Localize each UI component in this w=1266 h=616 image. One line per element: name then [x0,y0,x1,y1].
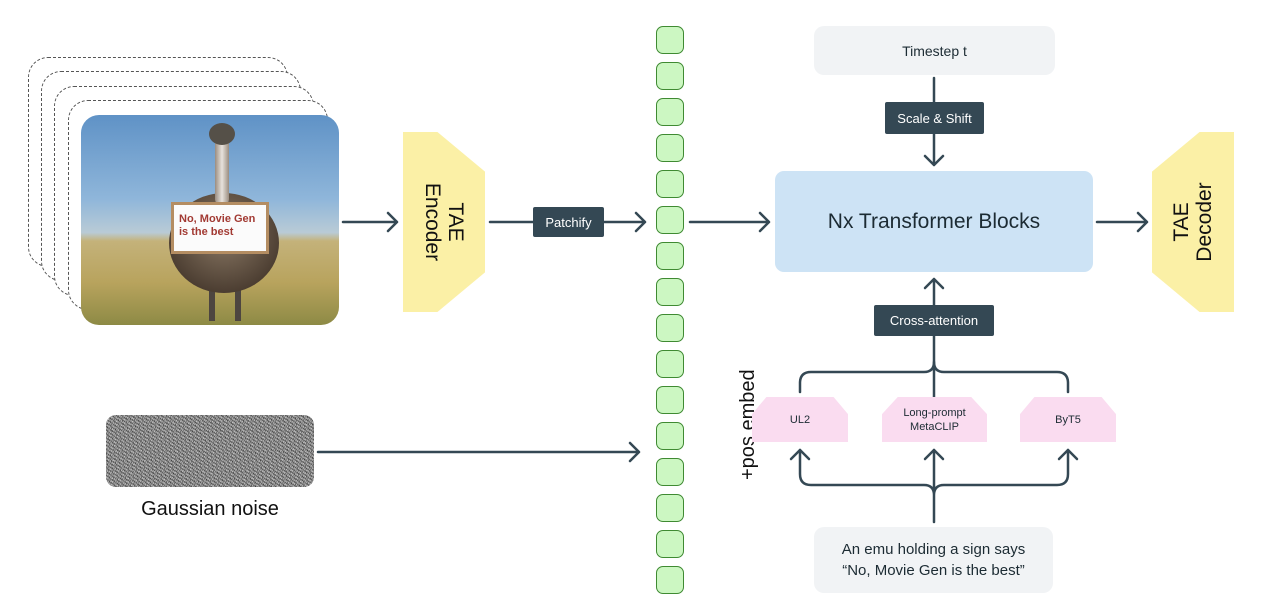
text-encoder-byt5: ByT5 [1020,397,1116,442]
tae-encoder-line2: Encoder [421,182,444,262]
token-patch [656,206,684,234]
token-patch [656,26,684,54]
token-patch [656,566,684,594]
emu-leg-right [235,285,241,321]
token-patch [656,530,684,558]
gaussian-noise-image [106,415,314,487]
token-patch [656,458,684,486]
tae-decoder-block: TAE Decoder [1152,132,1234,312]
tae-decoder-line2: Decoder [1193,182,1216,262]
prompt-line1: An emu holding a sign says [841,541,1026,558]
token-patch [656,422,684,450]
token-patch [656,170,684,198]
tae-encoder-label: TAE Encoder [421,183,467,261]
tae-encoder-block: TAE Encoder [403,132,485,312]
token-patch [656,386,684,414]
transformer-label: Nx Transformer Blocks [827,209,1041,233]
token-patch [656,350,684,378]
emu-sign: No, Movie Gen is the best [171,202,269,254]
token-patch [656,314,684,342]
text-encoder-byt5-label: ByT5 [1055,413,1081,426]
split-lines-prompt [798,448,1070,524]
arrow-tokens-to-transformer [688,211,771,233]
metaclip-line1: Long-prompt [903,406,966,419]
timestep-box: Timestep t [814,26,1055,75]
token-patch [656,494,684,522]
tae-encoder-line1: TAE [444,202,467,242]
text-encoder-metaclip: Long-prompt MetaCLIP [882,397,987,442]
gaussian-noise-label: Gaussian noise [141,498,279,520]
token-patch [656,62,684,90]
token-patch [656,242,684,270]
text-encoder-ul2: UL2 [752,397,848,442]
arrowhead-byt5 [1057,448,1079,461]
emu-leg-left [209,285,215,321]
token-patch [656,134,684,162]
sign-text-line2: is the best [179,226,234,238]
input-video-frame: No, Movie Gen is the best [81,115,339,325]
tae-decoder-line1: TAE [1170,202,1193,242]
arrow-image-to-encoder [341,211,399,233]
arrow-noise-to-tokens [316,441,641,463]
cross-attention-label: Cross-attention [874,305,994,336]
patchify-label: Patchify [533,207,604,237]
token-patch [656,98,684,126]
token-patch [656,278,684,306]
tae-decoder-label: TAE Decoder [1170,182,1216,261]
sign-text-line1: No, Movie Gen [179,213,256,225]
arrowhead-metaclip [923,448,945,461]
arrow-transformer-to-decoder [1095,211,1149,233]
transformer-blocks: Nx Transformer Blocks [775,171,1093,272]
timestep-label: Timestep t [902,42,967,59]
scale-shift-label: Scale & Shift [885,102,984,134]
metaclip-line2: MetaCLIP [910,420,959,433]
text-prompt-box: An emu holding a sign says “No, Movie Ge… [814,527,1053,593]
emu-neck [215,135,229,205]
arrowhead-ul2 [789,448,811,461]
prompt-line2: “No, Movie Gen is the best” [842,562,1025,579]
text-encoder-metaclip-label: Long-prompt MetaCLIP [903,406,965,434]
text-encoder-ul2-label: UL2 [789,413,811,426]
emu-head [209,123,235,145]
